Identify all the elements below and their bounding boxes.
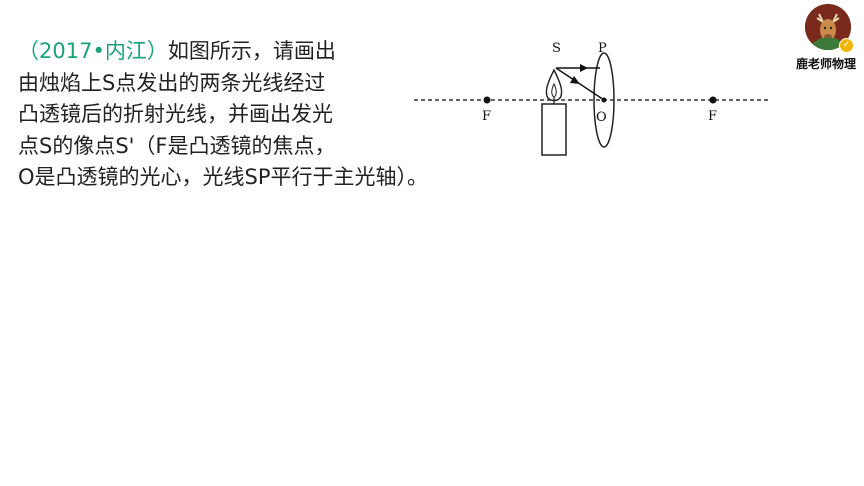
question-line-2: 由烛焰上S点发出的两条光线经过	[18, 70, 326, 95]
focus-right-point	[709, 96, 717, 104]
channel-avatar	[805, 4, 851, 50]
question-source: （2017•内江）	[18, 39, 168, 63]
question-line-4: 点S的像点S'（F是凸透镜的焦点，	[18, 133, 336, 158]
channel-name: 鹿老师物理	[795, 57, 856, 71]
question-text: （2017•内江）如图所示，请画出 由烛焰上S点发出的两条光线经过 凸透镜后的折…	[18, 36, 518, 194]
ray-so-arrow-icon	[570, 76, 580, 84]
question-line-3: 凸透镜后的折射光线，并画出发光	[18, 102, 333, 126]
question-line-1: （2017•内江）如图所示，请画出	[18, 39, 336, 63]
convex-lens	[593, 52, 615, 148]
check-badge-icon: ✓	[842, 40, 851, 50]
lens-point-label: P	[598, 41, 607, 56]
focus-left-label: F	[482, 109, 491, 124]
verified-badge: ✓	[839, 38, 854, 53]
question-line-5: O是凸透镜的光心，光线SP平行于主光轴）。	[18, 165, 429, 189]
optical-center-label: O	[596, 110, 607, 125]
focus-right-label: F	[708, 109, 717, 124]
ray-sp-arrow-icon	[580, 64, 588, 72]
focus-left-point	[483, 96, 491, 104]
candle-body	[541, 103, 567, 156]
optics-diagram: F F O S P	[414, 41, 768, 156]
source-point-label: S	[552, 41, 561, 56]
deer-avatar-icon	[805, 4, 851, 50]
